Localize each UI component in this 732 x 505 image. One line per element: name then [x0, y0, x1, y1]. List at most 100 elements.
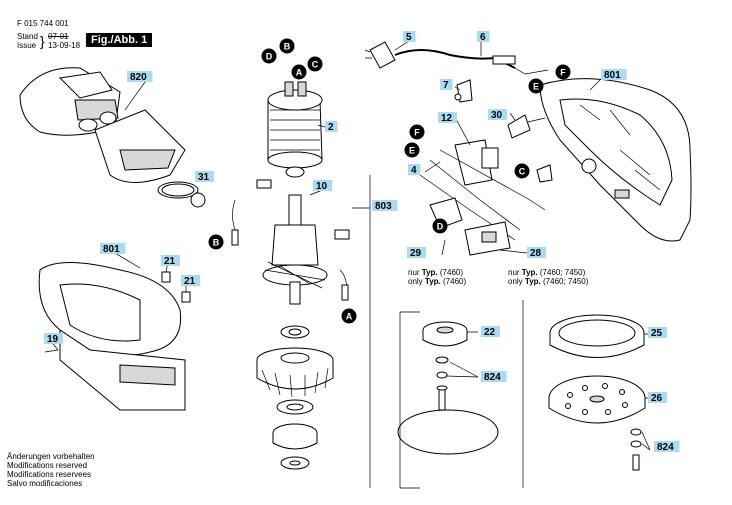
callout-e: E: [404, 142, 420, 158]
callout-c: C: [514, 163, 530, 179]
part-label-text: 820: [130, 72, 147, 83]
issue-date: 13-09-18: [48, 41, 81, 50]
housing-right-part: [539, 78, 692, 242]
part-label-text: 29: [410, 248, 422, 259]
part-label-820: 820: [127, 71, 153, 83]
dust-box-part: [19, 67, 199, 199]
housing-left-part: [38, 262, 191, 411]
callout-text: D: [437, 222, 444, 232]
part-label-5: 5: [403, 31, 416, 43]
fan-stack-part: [256, 325, 334, 470]
part-label-6: 6: [477, 31, 490, 43]
part-label-text: 30: [491, 110, 503, 121]
part-label-text: 801: [604, 70, 621, 81]
issue-label: Issue: [17, 41, 37, 50]
part-label-text: 26: [651, 393, 663, 404]
part-label-text: 21: [164, 256, 176, 267]
callout-c: C: [307, 56, 323, 72]
figure-label: Fig./Abb. 1: [86, 33, 153, 47]
power-cable-part: [364, 41, 549, 75]
callout-f: F: [409, 124, 425, 140]
callout-text: C: [312, 60, 319, 70]
footer-line-3: Modifications reservees: [7, 470, 92, 479]
frame-lines: [369, 175, 524, 489]
note-29-line1: nur Typ. (7460): [408, 268, 463, 278]
callout-text: D: [266, 52, 273, 62]
doc-number: F 015 744 001: [17, 19, 69, 28]
callout-e: E: [528, 78, 544, 94]
footer-line-1: Änderungen vorbehalten: [7, 452, 95, 461]
part-label-text: 25: [651, 328, 663, 339]
note-val: (7460): [443, 277, 467, 286]
part-label-25: 25: [648, 327, 667, 339]
part-label-text: 31: [198, 172, 210, 183]
callout-text: B: [284, 42, 291, 52]
part-label-text: 5: [406, 32, 412, 43]
part-label-text: 2: [328, 122, 334, 133]
note-only: only: [408, 277, 423, 286]
part-label-text: 803: [375, 201, 392, 212]
part-label-28: 28: [527, 247, 546, 259]
part-label-824: 824: [654, 441, 680, 453]
callout-text: X: [586, 162, 592, 172]
callout-text: F: [560, 68, 566, 78]
part-label-2: 2: [325, 121, 338, 133]
callout-text: E: [409, 146, 415, 156]
callout-b: B: [208, 234, 224, 250]
callout-x: X: [190, 192, 206, 208]
part-label-text: 19: [47, 334, 59, 345]
callout-text: A: [346, 312, 353, 322]
part-label-text: 824: [484, 372, 501, 383]
note-typ: Typ.: [524, 277, 541, 286]
leader-lines: [49, 40, 651, 451]
part-label-text: 824: [657, 442, 674, 453]
part-label-text: 6: [480, 32, 486, 43]
note-typ: Typ.: [421, 268, 438, 277]
callout-f: F: [555, 64, 571, 80]
callout-text: A: [296, 68, 303, 78]
note-typ: Typ.: [521, 268, 538, 277]
note-typ: Typ.: [424, 277, 441, 286]
part-label-803: 803: [372, 200, 398, 212]
callout-text: E: [533, 82, 539, 92]
part-label-801: 801: [601, 69, 627, 81]
part-label-26: 26: [648, 392, 667, 404]
part-label-text: 4: [411, 165, 417, 176]
part-label-30: 30: [488, 109, 507, 121]
brace: }: [40, 33, 45, 49]
callout-d: D: [432, 218, 448, 234]
part-label-text: 21: [184, 276, 196, 287]
callout-a: A: [341, 308, 357, 324]
part-label-text: 7: [443, 80, 449, 91]
note-nur: nur: [508, 268, 520, 277]
part-label-29: 29: [407, 247, 426, 259]
part-labels: 820 31 801 21 21 19 2 10 803 5 6 801 7 30 12 4 29 28 22 824…: [44, 31, 680, 453]
footer-line-4: Salvo modificaciones: [7, 479, 83, 488]
note-29-line2: only Typ. (7460): [408, 277, 466, 287]
callout-d: D: [261, 48, 277, 64]
stand-date: 07-01: [48, 32, 69, 41]
part-label-text: 801: [103, 244, 120, 255]
part-label-10: 10: [313, 180, 332, 192]
note-only: only: [508, 277, 523, 286]
part-label-31: 31: [195, 171, 214, 183]
field-coil-part: [267, 81, 323, 169]
part-label-7: 7: [440, 79, 453, 91]
callout-text: X: [195, 196, 201, 206]
stand-label: Stand: [17, 32, 38, 41]
part-label-22: 22: [481, 326, 500, 338]
callout-a: A: [291, 64, 307, 80]
note-28-line1: nur Typ. (7460; 7450): [508, 268, 585, 278]
callout-text: B: [213, 238, 220, 248]
part-label-21: 21: [161, 255, 180, 267]
part-label-4: 4: [408, 164, 421, 176]
note-28-line2: only Typ. (7460; 7450): [508, 277, 588, 287]
note-val: (7460; 7450): [539, 268, 586, 277]
note-val: (7460; 7450): [543, 277, 589, 286]
part-label-12: 12: [438, 112, 457, 124]
part-label-text: 22: [484, 327, 496, 338]
callout-text: F: [414, 128, 420, 138]
sanding-pad-stack-part: [548, 314, 646, 471]
part-label-text: 10: [316, 181, 328, 192]
